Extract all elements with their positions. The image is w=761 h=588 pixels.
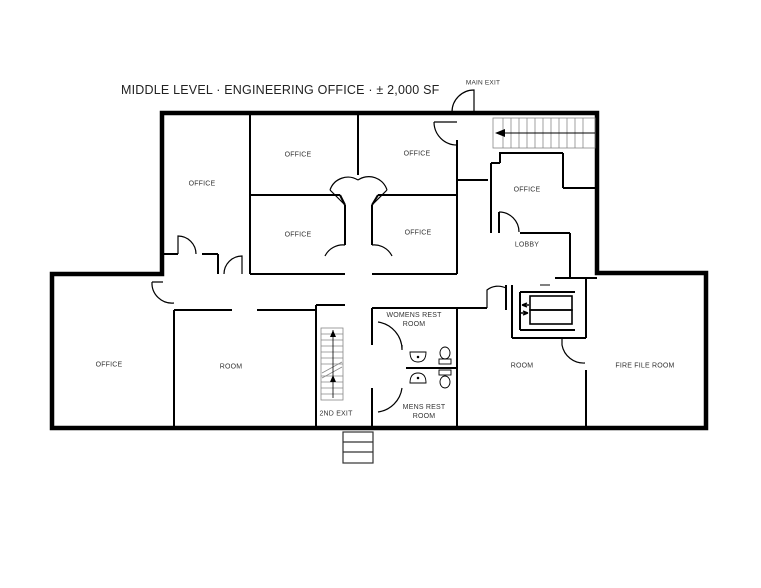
exterior-steps [342, 431, 374, 464]
interior-walls [163, 114, 597, 428]
door-swings [151, 89, 586, 413]
mens-restroom-line1: MENS REST [402, 404, 446, 411]
womens-restroom-line1: WOMENS REST [386, 312, 442, 319]
mens-restroom-line2: ROOM [412, 413, 436, 420]
room-label-office-north-2: OFFICE [403, 150, 431, 158]
exterior-walls [49, 110, 709, 431]
room-label-mens-restroom: MENS REST ROOM [403, 403, 446, 421]
elevator [521, 284, 573, 325]
room-label-room-east: ROOM [510, 362, 534, 370]
restroom-fixtures [409, 346, 452, 389]
room-label-office-mid-2: OFFICE [404, 229, 432, 237]
room-label-office-west-upper: OFFICE [188, 180, 216, 188]
room-label-office-mid-1: OFFICE [284, 231, 312, 239]
room-label-office-east: OFFICE [513, 186, 541, 194]
main-exit-label: MAIN EXIT [465, 79, 501, 87]
room-label-womens-restroom: WOMENS REST ROOM [386, 311, 441, 329]
room-label-lobby: LOBBY [514, 241, 540, 249]
second-exit-label: 2ND EXIT [319, 410, 353, 418]
womens-restroom-line2: ROOM [402, 321, 426, 328]
room-label-room-west: ROOM [219, 363, 243, 371]
plan-title: MIDDLE LEVEL · ENGINEERING OFFICE · ± 2,… [121, 83, 440, 97]
room-label-fire-file-room: FIRE FILE ROOM [615, 362, 675, 370]
stair-second-exit [320, 327, 344, 401]
stair-main [492, 117, 596, 149]
room-label-office-far-west: OFFICE [95, 361, 123, 369]
room-label-office-north-1: OFFICE [284, 151, 312, 159]
